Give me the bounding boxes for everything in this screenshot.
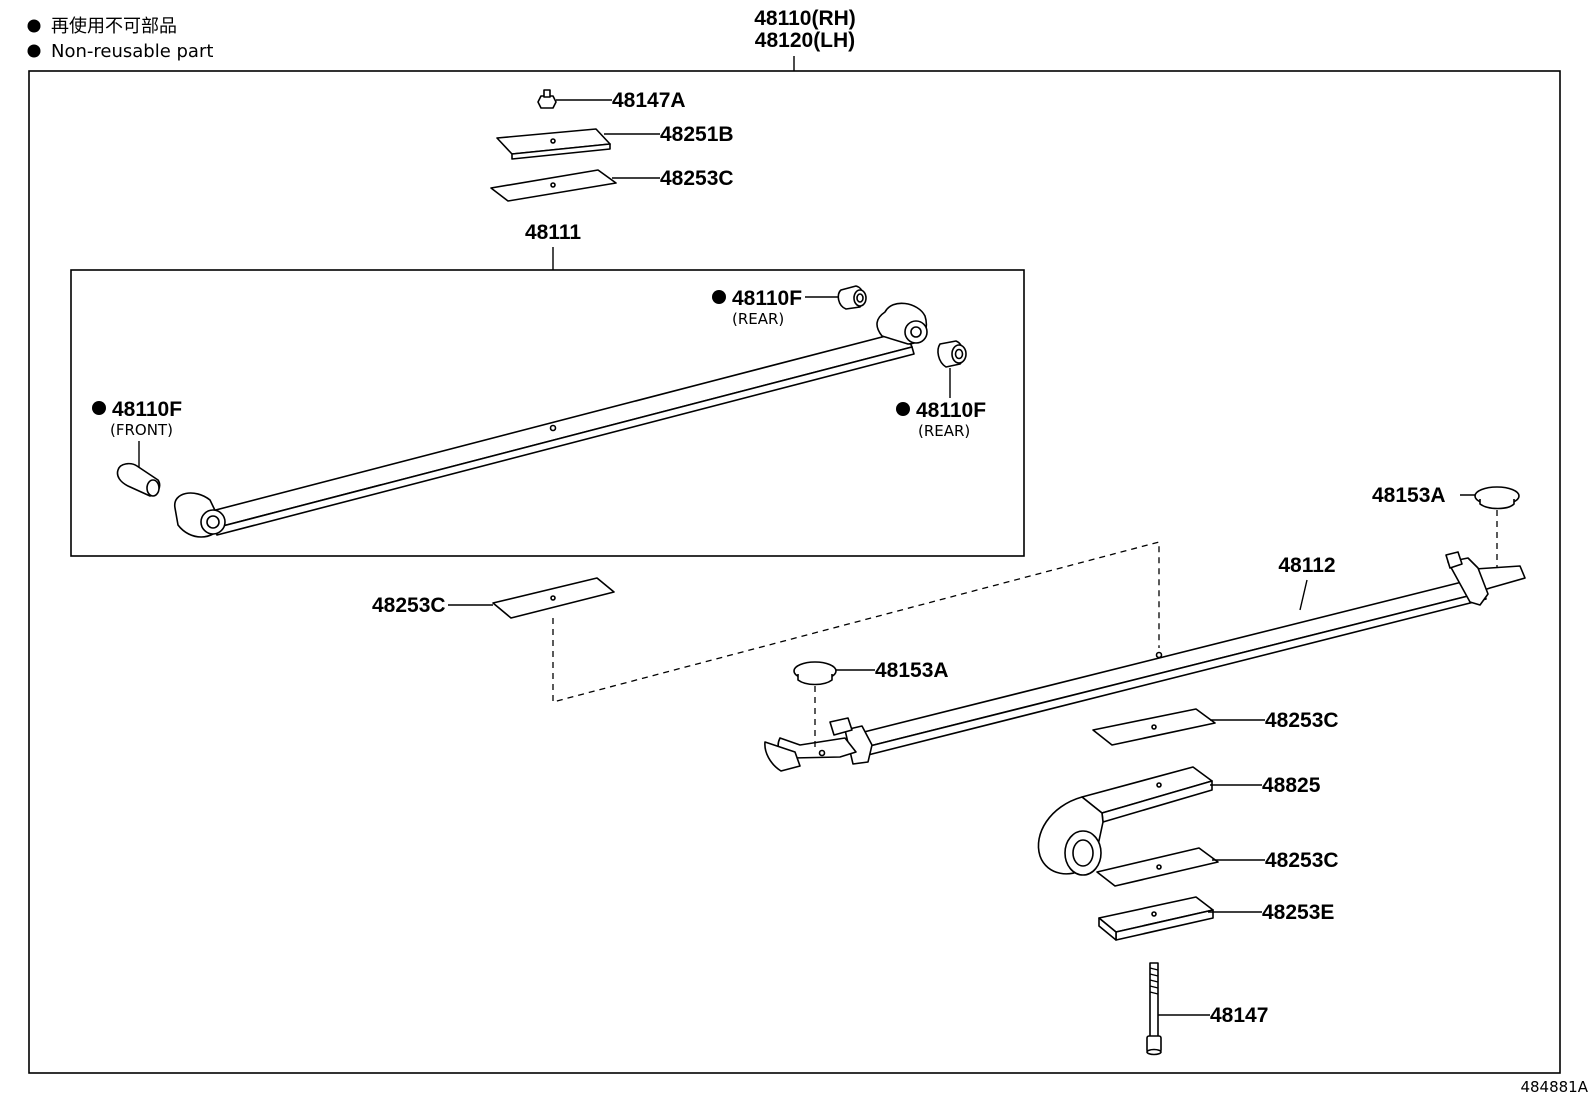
label-48112: 48112 xyxy=(1278,554,1335,577)
non-reusable-marker-icon xyxy=(92,401,106,415)
plate-48253C-top[interactable]: 48253C xyxy=(490,167,734,202)
spacer-48825[interactable]: 48825 xyxy=(1037,766,1321,876)
bushing-48110F-rear-top[interactable]: 48110F (REAR) xyxy=(712,285,867,328)
diagram-code: 484881A xyxy=(1520,1078,1588,1096)
main-leaf-frame xyxy=(70,269,1025,557)
cap-48153A-mid[interactable]: 48153A xyxy=(793,659,949,750)
label-48147: 48147 xyxy=(1210,1004,1268,1027)
main-leaf-48111[interactable] xyxy=(174,302,928,538)
nut-48147A[interactable]: 48147A xyxy=(537,89,686,112)
label-48147A: 48147A xyxy=(612,89,686,112)
label-48110F-front-sub: (FRONT) xyxy=(110,421,173,439)
bushing-48110F-front[interactable]: 48110F (FRONT) xyxy=(92,398,182,497)
non-reusable-marker-icon xyxy=(712,290,726,304)
label-48110F-rear-right-sub: (REAR) xyxy=(918,422,970,440)
label-48825: 48825 xyxy=(1262,774,1321,797)
non-reusable-marker-icon xyxy=(896,402,910,416)
legend-en: Non-reusable part xyxy=(51,41,213,62)
non-reusable-marker-icon xyxy=(27,19,41,33)
plate-48253C-low[interactable]: 48253C xyxy=(1096,847,1339,887)
label-48253C-mid: 48253C xyxy=(1265,709,1339,732)
assembly-label-lh: 48120(LH) xyxy=(755,29,855,52)
plate-48253E[interactable]: 48253E xyxy=(1098,896,1334,941)
assembly-frame xyxy=(28,70,1561,1074)
cap-48153A-right[interactable]: 48153A xyxy=(1372,484,1520,568)
label-48153A-right: 48153A xyxy=(1372,484,1446,507)
plate-48253C-mid[interactable]: 48253C xyxy=(1092,708,1339,746)
label-48153A-mid: 48153A xyxy=(875,659,949,682)
legend: 再使用不可部品 Non-reusable part xyxy=(27,16,213,62)
label-48111: 48111 xyxy=(525,221,581,244)
label-48253E: 48253E xyxy=(1262,901,1334,924)
label-48253C-top: 48253C xyxy=(660,167,734,190)
legend-jp: 再使用不可部品 xyxy=(51,16,177,37)
leaf-48112[interactable]: 48112 xyxy=(764,551,1526,772)
label-48110F-front: 48110F xyxy=(112,398,182,421)
label-48253C-low: 48253C xyxy=(1265,849,1339,872)
bolt-48147[interactable]: 48147 xyxy=(1146,962,1268,1056)
label-48251B: 48251B xyxy=(660,123,734,146)
label-48110F-rear-right: 48110F xyxy=(916,399,986,422)
non-reusable-marker-icon xyxy=(27,44,41,58)
label-48253C-left: 48253C xyxy=(372,594,446,617)
label-48110F-rear-top: 48110F xyxy=(732,287,802,310)
plate-48253C-left[interactable]: 48253C xyxy=(372,577,615,619)
plate-48251B[interactable]: 48251B xyxy=(496,123,734,160)
assembly-label-rh: 48110(RH) xyxy=(754,7,856,30)
bushing-48110F-rear-right[interactable]: 48110F (REAR) xyxy=(896,340,986,440)
alignment-guide xyxy=(552,541,1160,703)
label-48110F-rear-top-sub: (REAR) xyxy=(732,310,784,328)
